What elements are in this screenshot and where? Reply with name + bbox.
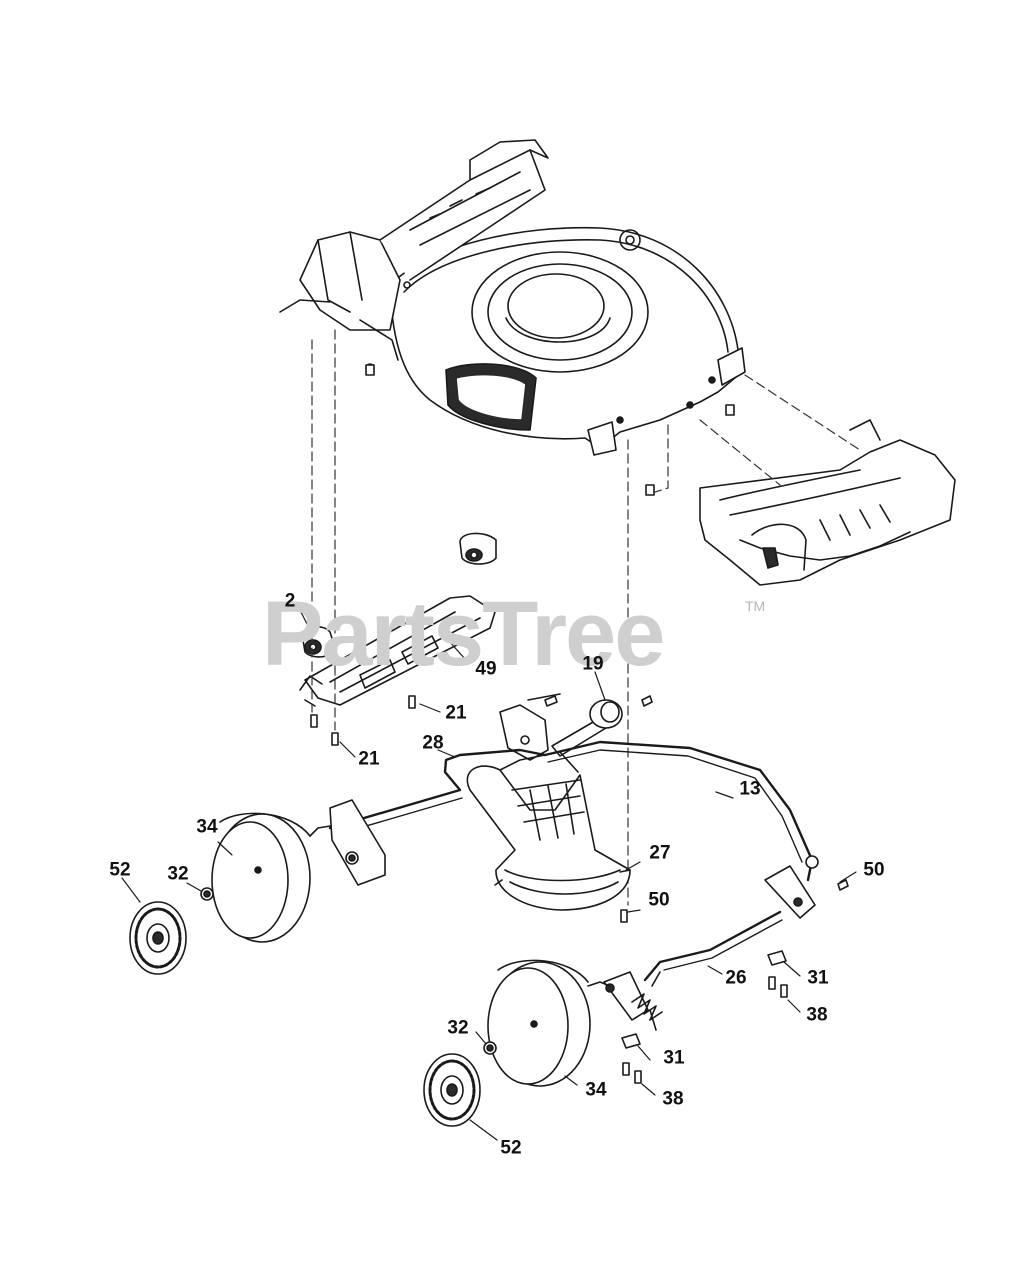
callout-28: 28 [422, 732, 444, 754]
bushing [302, 626, 336, 658]
callout-38: 38 [806, 1004, 828, 1026]
callout-27: 27 [649, 842, 671, 864]
hubcap [129, 901, 187, 975]
callout-21: 21 [445, 702, 467, 724]
callout-26: 26 [725, 967, 747, 989]
pivot-bar [329, 799, 816, 1021]
leader-lines [121, 609, 857, 1141]
callout-2: 2 [284, 590, 296, 612]
callout-31: 31 [663, 1047, 685, 1069]
bolts [310, 364, 849, 1084]
bushing [459, 532, 497, 565]
callout-13: 13 [739, 778, 761, 800]
trademark-mark: TM [745, 598, 766, 614]
height-adjust-bracket [299, 595, 496, 707]
assembly-lines [311, 329, 861, 906]
wheel [487, 959, 611, 1087]
callout-19: 19 [582, 653, 604, 675]
mower-deck [279, 139, 746, 456]
callout-32: 32 [167, 863, 189, 885]
callout-52: 52 [109, 859, 131, 881]
callout-38: 38 [662, 1088, 684, 1110]
rear-discharge-shield [699, 419, 956, 586]
hubcap [423, 1053, 481, 1127]
wheel [211, 812, 331, 943]
watermark-text: PartsTree [262, 583, 665, 685]
callout-32: 32 [447, 1017, 469, 1039]
callout-21: 21 [358, 748, 380, 770]
callout-31: 31 [807, 967, 829, 989]
lock-nuts [200, 855, 819, 1055]
callout-49: 49 [475, 658, 497, 680]
callout-50: 50 [648, 889, 670, 911]
height-lever-knob [551, 699, 623, 757]
callout-50: 50 [863, 859, 885, 881]
handle-bracket [499, 693, 561, 761]
discharge-chute [466, 751, 631, 911]
small-brackets [621, 950, 787, 1049]
torsion-spring [631, 971, 663, 1031]
callout-34: 34 [585, 1079, 607, 1101]
callout-34: 34 [196, 816, 218, 838]
callout-52: 52 [500, 1137, 522, 1159]
